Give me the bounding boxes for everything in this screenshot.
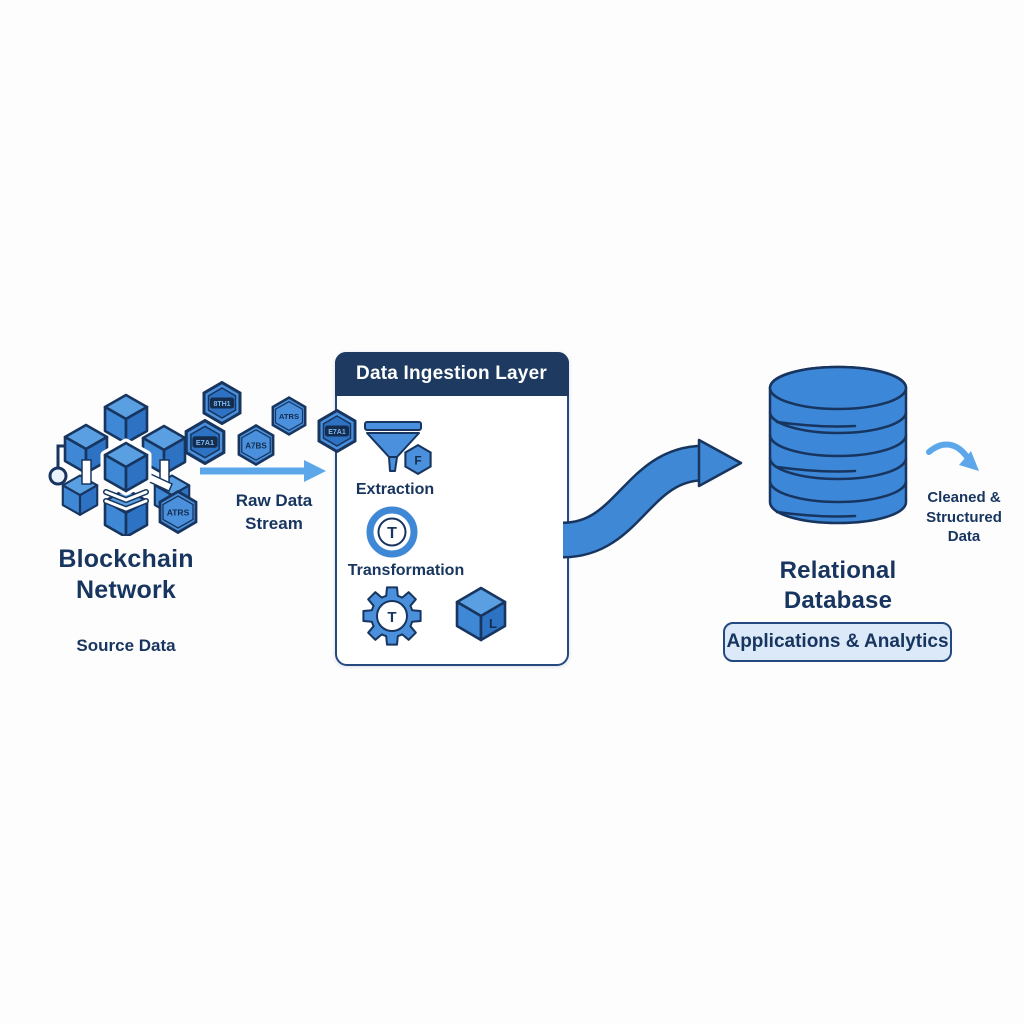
flow-arrow-icon bbox=[563, 438, 743, 559]
hex-token-label: A7BS bbox=[245, 441, 267, 450]
raw-data-arrow-icon bbox=[200, 460, 326, 482]
transformation-circle-letter: T bbox=[387, 525, 397, 542]
gear-icon: T bbox=[362, 586, 422, 646]
cleaned-structured-data-label: Cleaned & Structured Data bbox=[926, 489, 1002, 545]
transformation-circle-icon: T bbox=[366, 506, 418, 558]
hex-token-icon: ATRS bbox=[158, 490, 198, 534]
gear-letter: T bbox=[387, 609, 396, 626]
source-data-label: Source Data bbox=[76, 636, 176, 655]
extraction-badge-letter: F bbox=[414, 453, 421, 467]
load-cube-icon: L bbox=[455, 586, 507, 642]
funnel-icon bbox=[364, 421, 422, 472]
extraction-badge-icon: F bbox=[404, 444, 432, 475]
relational-database-title: Relational Database bbox=[779, 557, 897, 614]
hex-token-icon: 8TH1 bbox=[202, 381, 242, 425]
cleaned-data-arrow-icon bbox=[926, 441, 979, 471]
hex-token-label: ATRS bbox=[279, 412, 299, 421]
blockchain-network-title: Blockchain Network bbox=[58, 545, 194, 605]
data-ingestion-layer-header: Data Ingestion Layer bbox=[334, 351, 569, 396]
hex-token-label: E7A1 bbox=[328, 429, 346, 436]
hex-token-icon: ATRS bbox=[271, 396, 307, 436]
database-icon bbox=[768, 365, 908, 525]
applications-analytics-button[interactable]: Applications & Analytics bbox=[723, 622, 952, 662]
hex-token-icon: E7A1 bbox=[184, 419, 226, 465]
hex-token-label: ATRS bbox=[167, 508, 190, 518]
hex-token-label: E7A1 bbox=[196, 438, 214, 447]
chevron-down-icon bbox=[103, 489, 149, 512]
network-node-icon bbox=[48, 466, 68, 486]
raw-data-stream-label: Raw Data Stream bbox=[235, 491, 313, 533]
hex-token-label: 8TH1 bbox=[213, 401, 230, 408]
load-cube-letter: L bbox=[489, 616, 497, 631]
blockchain-cluster-icon bbox=[48, 393, 191, 536]
extraction-label: Extraction bbox=[355, 481, 435, 498]
hex-token-icon: E7A1 bbox=[317, 409, 357, 453]
hex-token-icon: A7BS bbox=[237, 424, 275, 466]
transformation-label: Transformation bbox=[347, 562, 465, 579]
